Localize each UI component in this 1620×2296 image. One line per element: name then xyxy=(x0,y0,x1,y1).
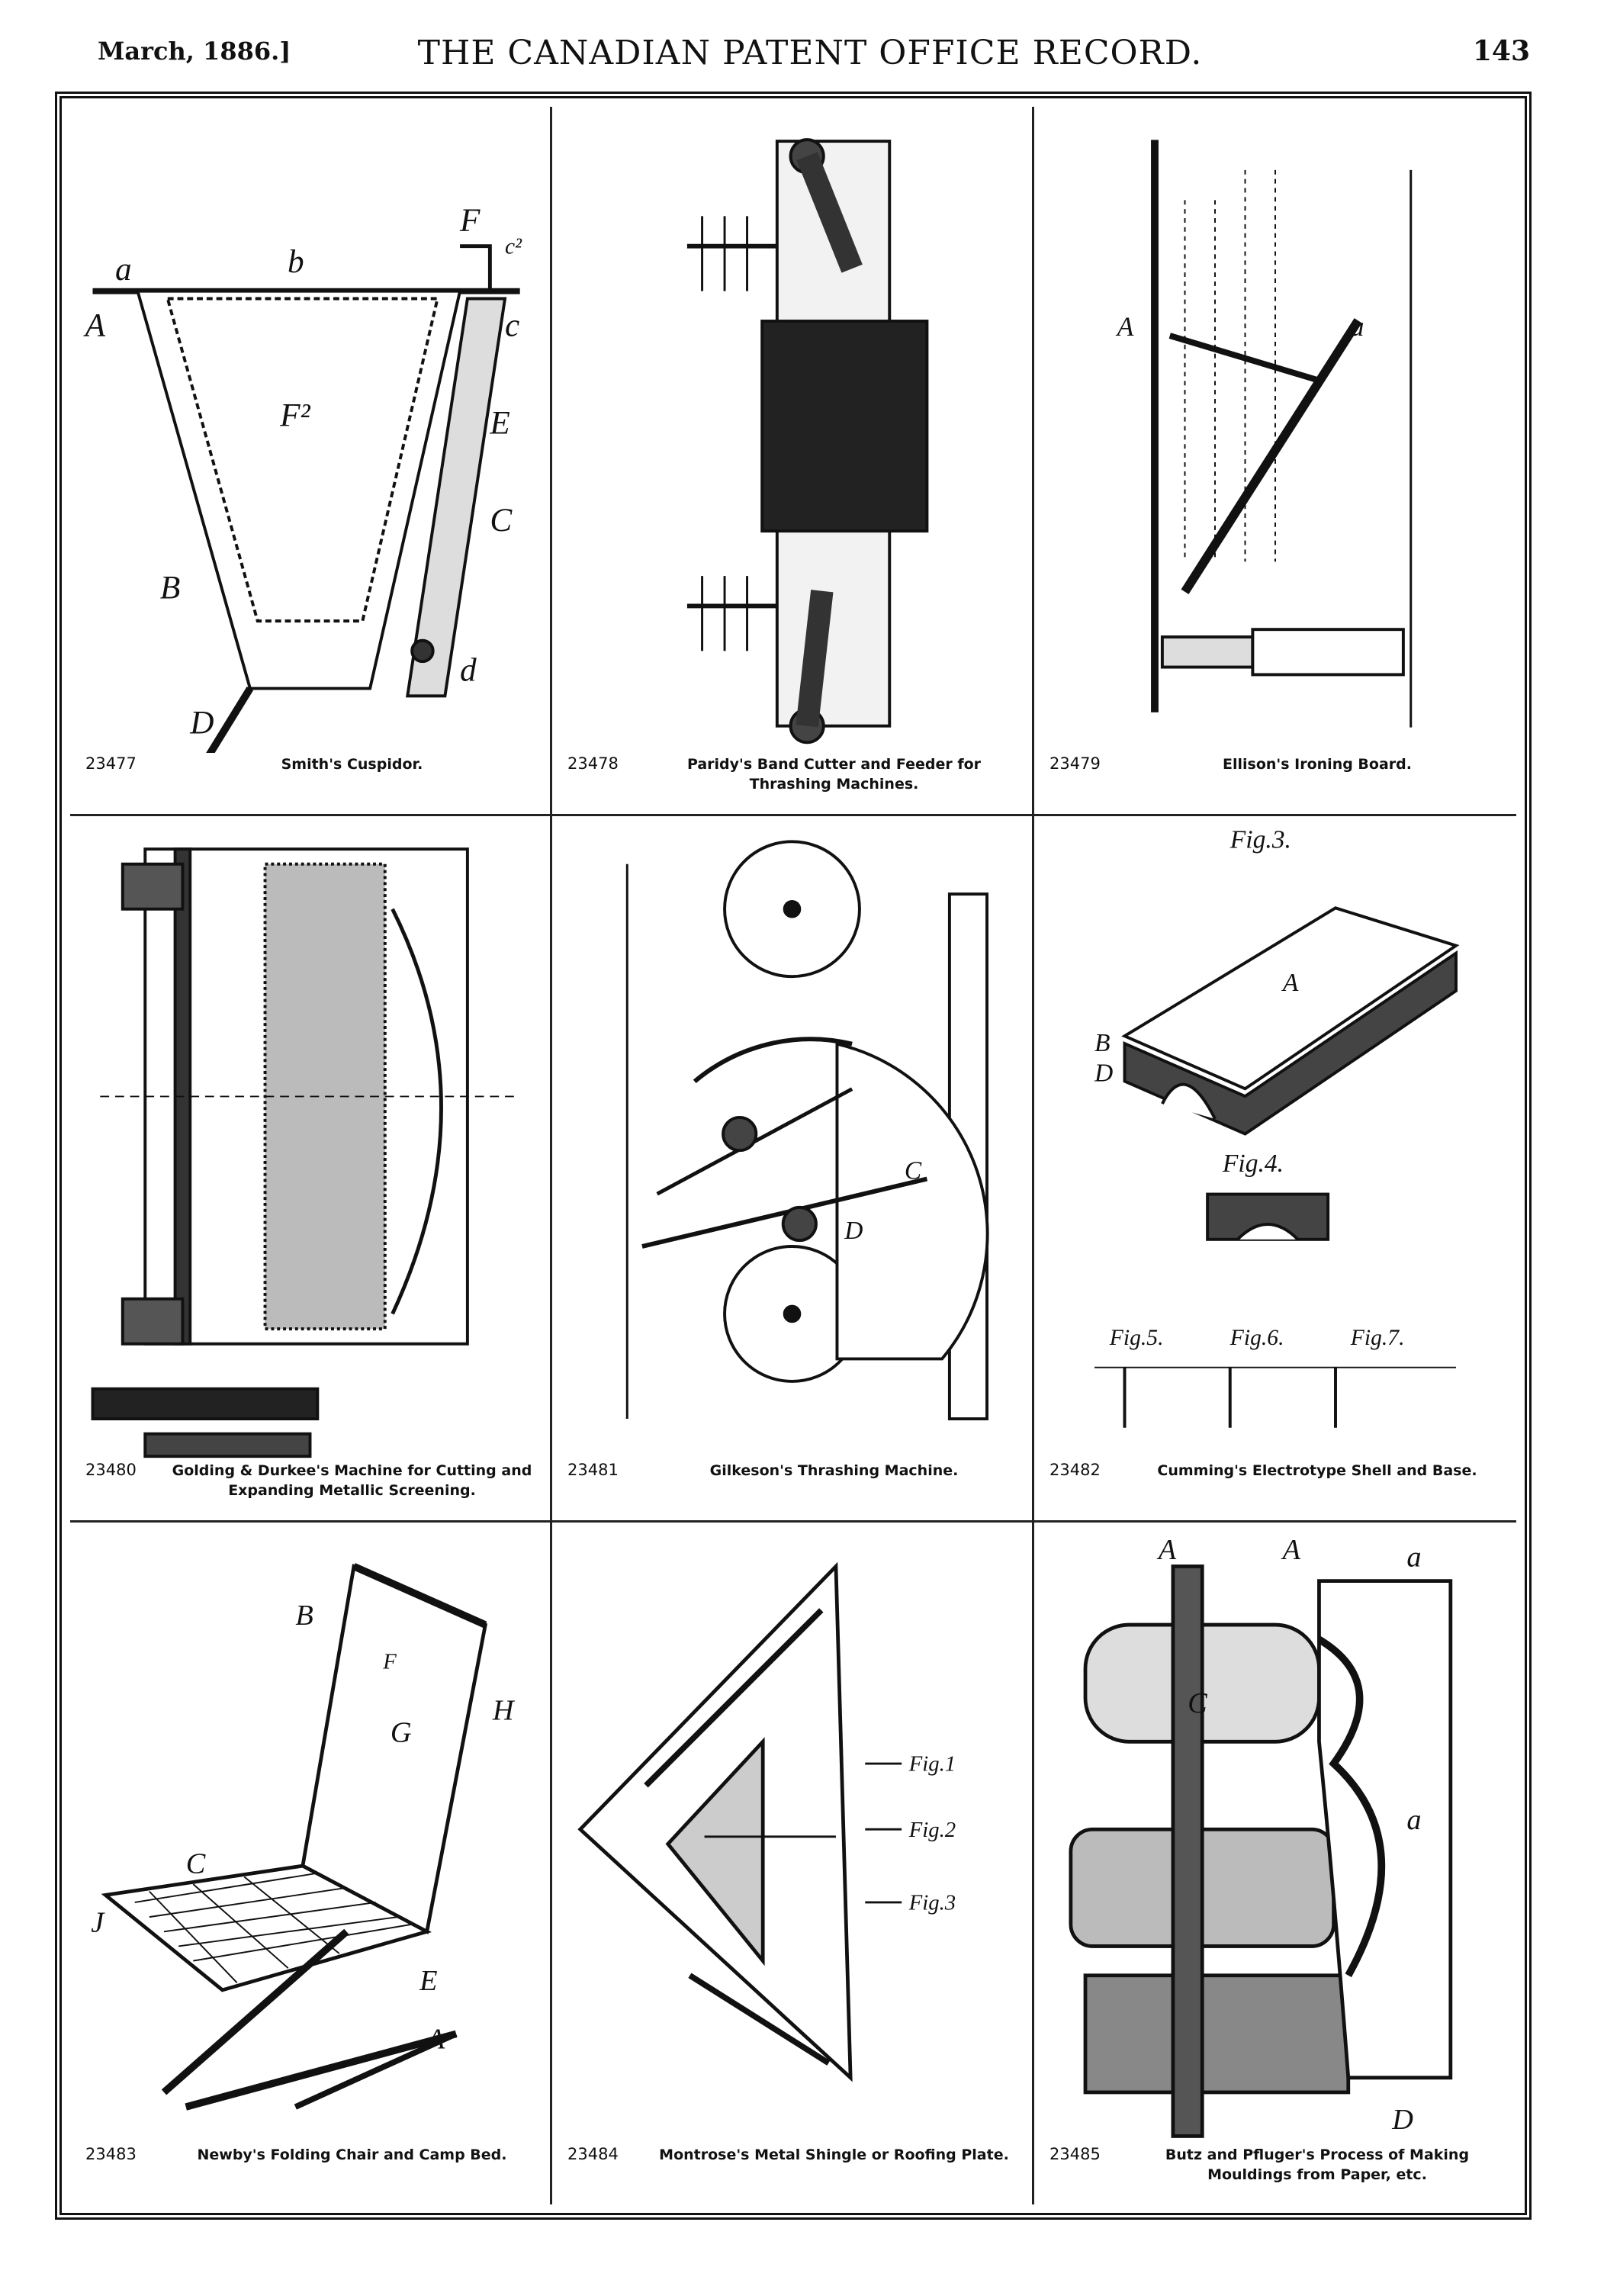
figure-label: A xyxy=(1281,1534,1301,1566)
patent-title: Golding & Durkee's Machine for Cutting a… xyxy=(172,1462,532,1499)
patent-plate-frame: a b A F c² c F² E C B d D 23477 Smith's … xyxy=(55,92,1532,2220)
patent-panel-23483: B G H C J E F A 23483 Newby's Folding Ch… xyxy=(70,1523,552,2204)
figure-label: A xyxy=(425,2024,445,2056)
figure-label: C xyxy=(490,502,513,539)
figure-label: b xyxy=(288,243,304,280)
patent-panel-23479: A a 23479 Ellison's Ironing Board. xyxy=(1034,107,1516,816)
band-cutter-illustration xyxy=(686,138,929,744)
patent-panel-23477: a b A F c² c F² E C B d D 23477 Smith's … xyxy=(70,107,552,816)
electrotype-illustration: Fig.3. A B D Fig.4. Fig.5. Fig.6. Fig.7. xyxy=(1094,825,1460,1428)
figure-label: Fig.5. xyxy=(1109,1326,1164,1350)
figure-label: Fig.4. xyxy=(1222,1150,1284,1178)
figure-label: Fig.3. xyxy=(1229,825,1291,854)
panel-caption: 23480 Golding & Durkee's Machine for Cut… xyxy=(85,1461,535,1510)
figure-label: d xyxy=(460,652,477,689)
figure-label: a xyxy=(1351,311,1364,342)
thrashing-machine-illustration: C D xyxy=(625,840,989,1421)
patent-title: Smith's Cuspidor. xyxy=(281,756,423,773)
figure-label: E xyxy=(419,1965,437,1997)
figure-label: a xyxy=(115,251,132,288)
figure-label: H xyxy=(492,1695,516,1727)
panel-caption: 23485 Butz and Pfluger's Process of Maki… xyxy=(1049,2145,1501,2194)
page-number: 143 xyxy=(1472,35,1530,67)
figure-label: c xyxy=(505,307,519,344)
patent-title: Newby's Folding Chair and Camp Bed. xyxy=(197,2146,507,2163)
patent-number: 23481 xyxy=(567,1461,619,1479)
panel-caption: 23482 Cumming's Electrotype Shell and Ba… xyxy=(1049,1461,1501,1510)
patent-title: Paridy's Band Cutter and Feeder for Thra… xyxy=(686,756,982,793)
patent-panel-23482: Fig.3. A B D Fig.4. Fig.5. Fig.6. Fig.7.… xyxy=(1034,816,1516,1523)
patent-grid: a b A F c² c F² E C B d D 23477 Smith's … xyxy=(70,107,1516,2204)
figure-label: E xyxy=(489,404,509,441)
page-header: March, 1886.] THE CANADIAN PATENT OFFICE… xyxy=(0,0,1620,92)
patent-panel-23485: A A a C a D 23485 Butz and Pfluger's Pro… xyxy=(1034,1523,1516,2204)
patent-title: Cumming's Electrotype Shell and Base. xyxy=(1157,1462,1477,1479)
patent-number: 23483 xyxy=(85,2145,137,2163)
patent-number: 23478 xyxy=(567,754,619,773)
figure-label: B xyxy=(295,1600,313,1632)
patent-panel-23478: 23478 Paridy's Band Cutter and Feeder fo… xyxy=(552,107,1034,816)
screening-machine-illustration xyxy=(91,847,520,1458)
figure-label: C xyxy=(186,1848,206,1880)
figure-label: Fig.3 xyxy=(908,1891,956,1915)
panel-caption: 23484 Montrose's Metal Shingle or Roofin… xyxy=(567,2145,1017,2194)
patent-number: 23482 xyxy=(1049,1461,1101,1479)
page-title: THE CANADIAN PATENT OFFICE RECORD. xyxy=(417,34,1203,72)
ironing-board-illustration: A a xyxy=(1116,140,1413,728)
patent-panel-23484: Fig.1 Fig.2 Fig.3 23484 Montrose's Metal… xyxy=(552,1523,1034,2204)
figure-label: D xyxy=(844,1217,863,1245)
patent-panel-23481: C D 23481 Gilkeson's Thrashing Machine. xyxy=(552,816,1034,1523)
figure-label: Fig.7. xyxy=(1350,1326,1405,1350)
figure-label: F xyxy=(459,202,481,239)
figure-label: a xyxy=(1406,1804,1421,1836)
figure-label: G xyxy=(391,1716,412,1748)
figure-label: D xyxy=(1391,2104,1413,2136)
panel-caption: 23477 Smith's Cuspidor. xyxy=(85,754,535,803)
figure-label: C xyxy=(905,1157,922,1185)
folding-chair-illustration: B G H C J E F A xyxy=(91,1563,516,2111)
figure-label: A xyxy=(83,307,106,344)
figure-label: D xyxy=(1094,1059,1113,1087)
cuspidor-illustration: a b A F c² c F² E C B d D xyxy=(83,202,522,753)
figure-label: Fig.1 xyxy=(908,1752,956,1777)
patent-number: 23485 xyxy=(1049,2145,1101,2163)
figure-label: F xyxy=(382,1650,397,1674)
panel-caption: 23483 Newby's Folding Chair and Camp Bed… xyxy=(85,2145,535,2194)
figure-label: A xyxy=(1116,311,1134,342)
mouldings-illustration: A A a C a D xyxy=(1069,1534,1453,2138)
panel-caption: 23481 Gilkeson's Thrashing Machine. xyxy=(567,1461,1017,1510)
panel-caption: 23479 Ellison's Ironing Board. xyxy=(1049,754,1501,803)
figure-label: B xyxy=(160,570,180,606)
figure-label: C xyxy=(1188,1687,1207,1719)
patent-title: Montrose's Metal Shingle or Roofing Plat… xyxy=(659,2146,1009,2163)
patent-number: 23484 xyxy=(567,2145,619,2163)
figure-label: c² xyxy=(505,235,522,259)
figure-label: D xyxy=(189,705,214,741)
figure-label: F² xyxy=(279,397,310,434)
patent-number: 23477 xyxy=(85,754,137,773)
patent-title: Butz and Pfluger's Process of Making Mou… xyxy=(1165,2146,1470,2183)
figure-label: B xyxy=(1094,1029,1111,1057)
issue-date: March, 1886.] xyxy=(98,37,291,66)
patent-number: 23480 xyxy=(85,1461,137,1479)
patent-title: Ellison's Ironing Board. xyxy=(1223,756,1412,773)
figure-label: Fig.6. xyxy=(1229,1326,1284,1350)
figure-label: Fig.2 xyxy=(908,1818,956,1842)
figure-label: A xyxy=(1281,969,1299,997)
figure-label: a xyxy=(1406,1541,1421,1573)
figure-label: A xyxy=(1156,1534,1177,1566)
figure-label: J xyxy=(91,1906,105,1938)
patent-number: 23479 xyxy=(1049,754,1101,773)
patent-panel-23480: 23480 Golding & Durkee's Machine for Cut… xyxy=(70,816,552,1523)
patent-title: Gilkeson's Thrashing Machine. xyxy=(709,1462,959,1479)
panel-caption: 23478 Paridy's Band Cutter and Feeder fo… xyxy=(567,754,1017,803)
metal-shingle-illustration: Fig.1 Fig.2 Fig.3 xyxy=(577,1561,956,2082)
